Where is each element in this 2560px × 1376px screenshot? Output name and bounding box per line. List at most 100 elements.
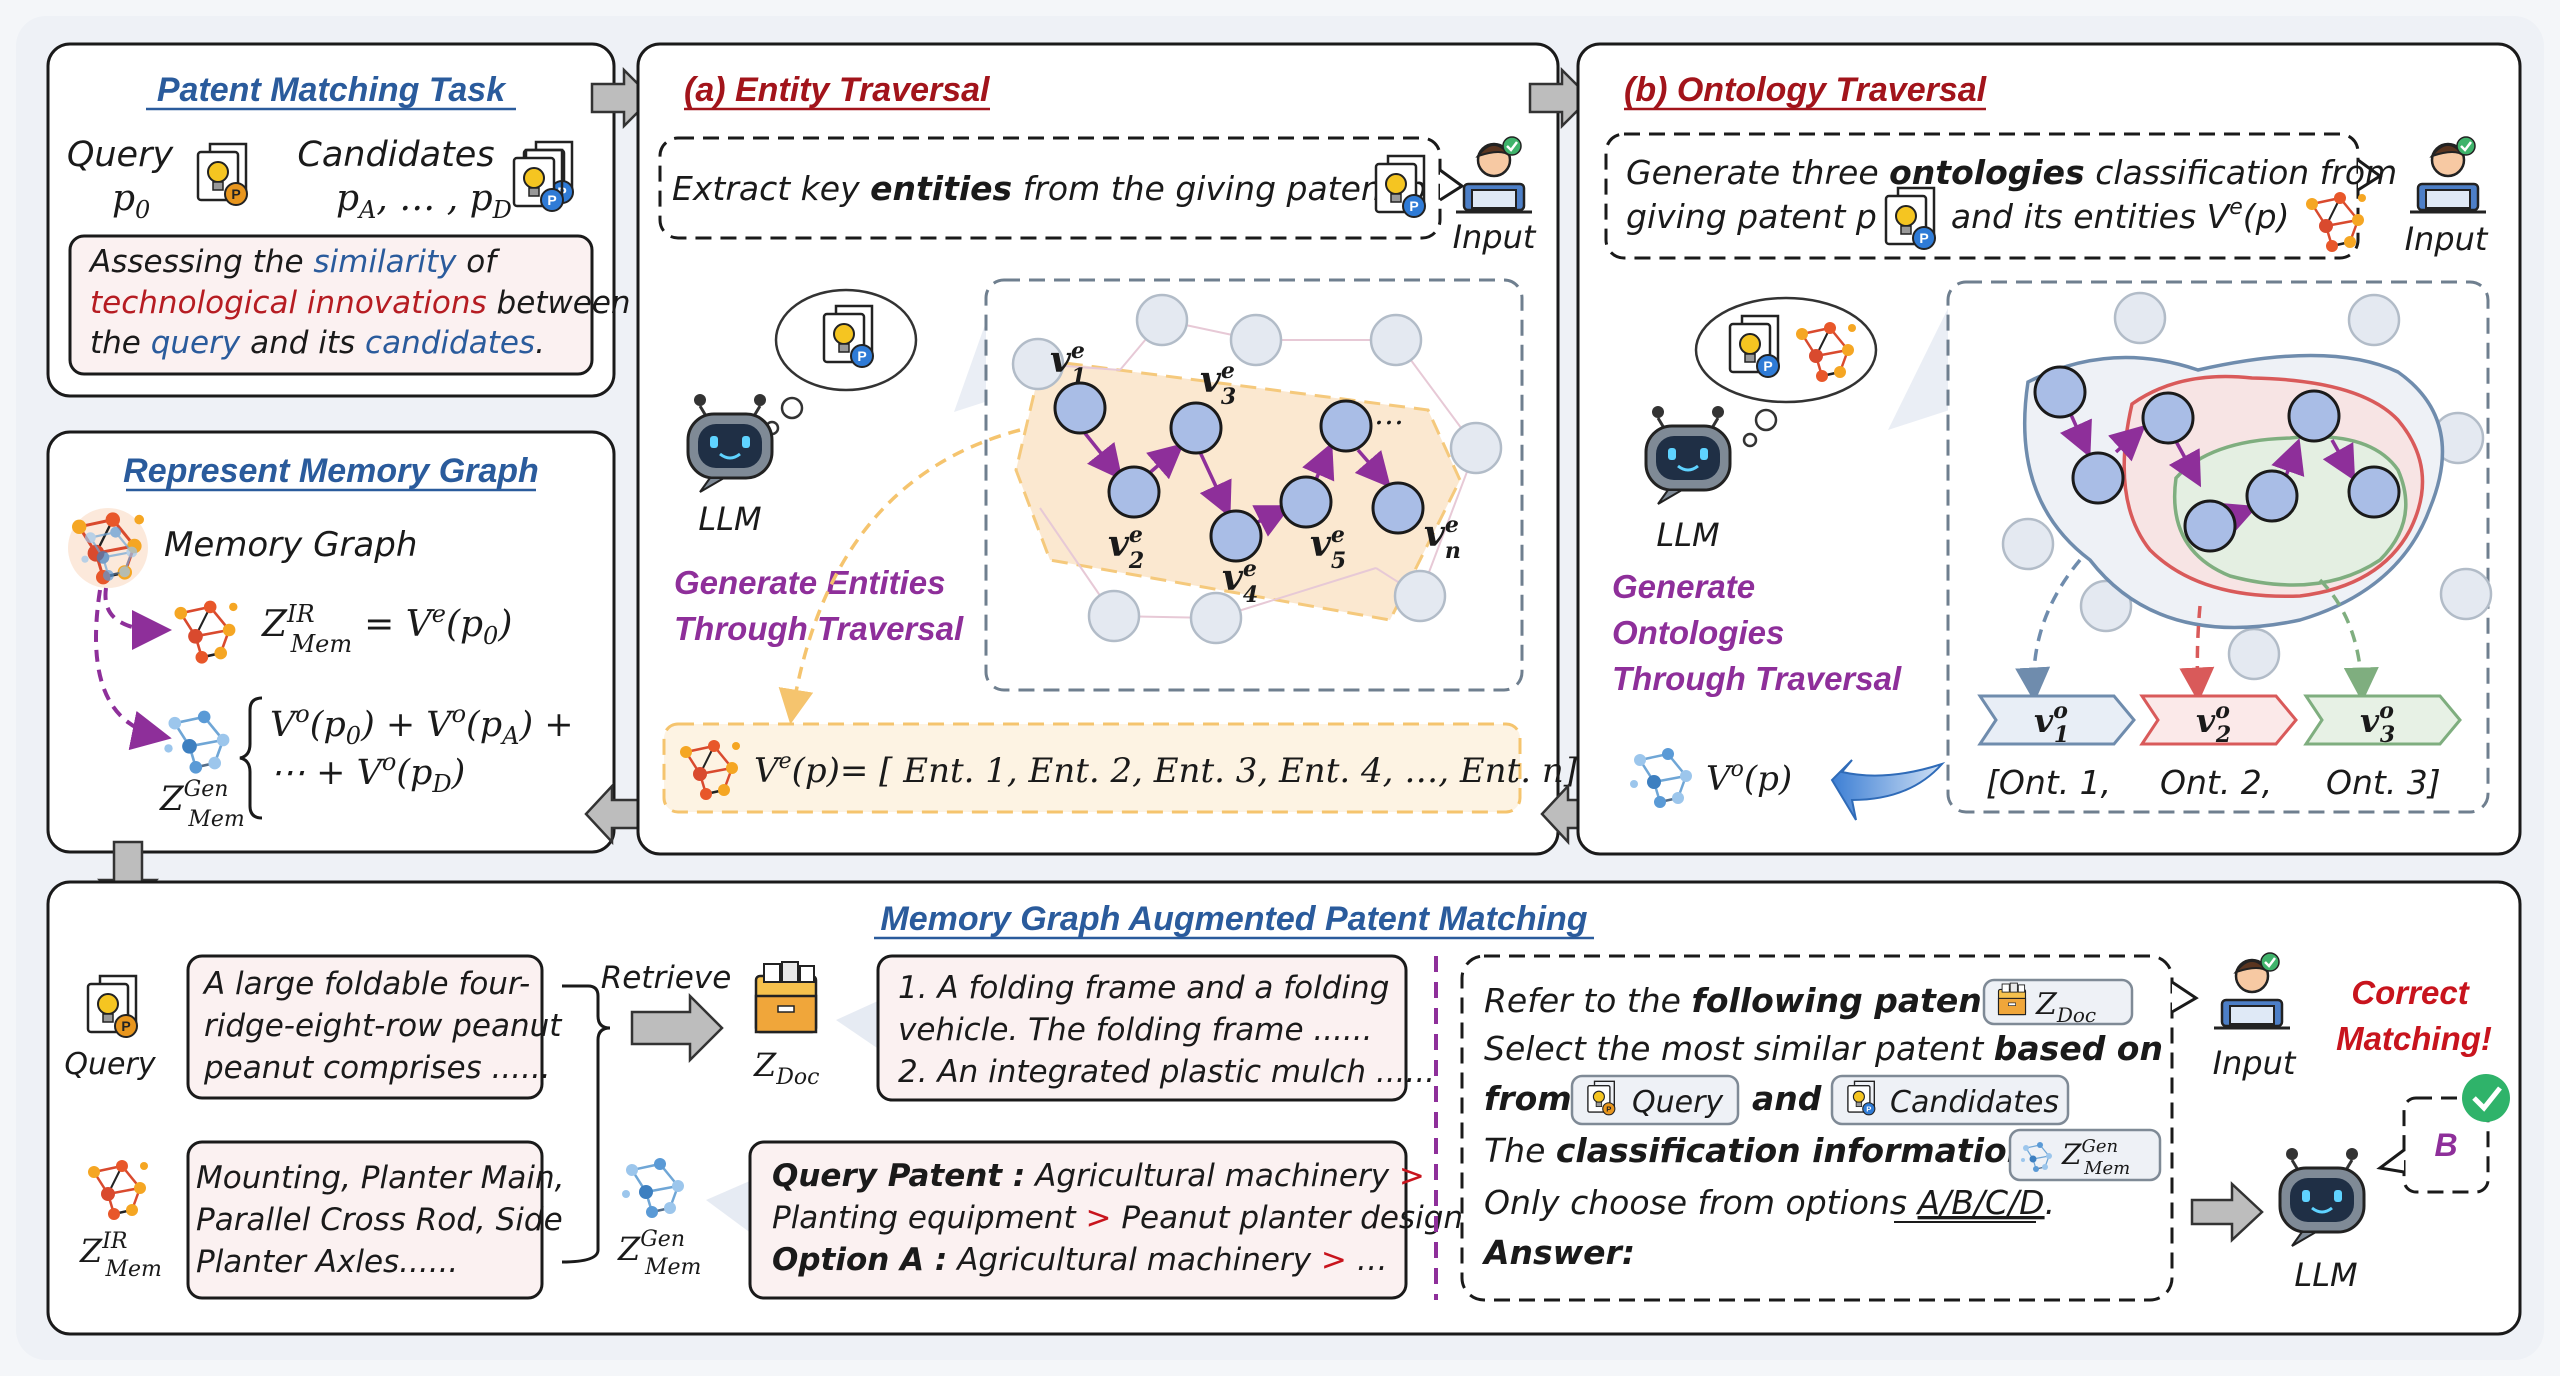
prompt-candidates-chip: Candidates <box>1890 1085 2059 1120</box>
ontology-prompt-line1: Generate three ontologies classification… <box>1626 153 2397 192</box>
ontology-gen-line3: Through Traversal <box>1612 660 1902 697</box>
ontology-traversal-panel: (b) Ontology Traversal Generate three on… <box>1576 42 2522 856</box>
ontology-tag-3 <box>2303 694 2462 746</box>
correct-line1: Correct <box>2351 974 2470 1011</box>
prompt-and: and <box>1752 1079 1822 1118</box>
query-var: p0 <box>112 178 150 224</box>
arrow-entity-to-ontology <box>1528 66 1592 130</box>
patent-matching-task-panel: Patent Matching Task Query p0 Candidates… <box>46 42 631 398</box>
ir-text-line2: Parallel Cross Rod, Side <box>196 1202 563 1238</box>
check-icon <box>2462 1074 2510 1122</box>
arrow-to-llm <box>2190 1181 2264 1243</box>
ontology-result-text: Vo(p) <box>1706 757 1792 799</box>
prompt-line4: The classification information is: <box>1484 1131 2086 1170</box>
gen-text-line1: Query Patent : Agricultural machinery > <box>772 1158 1425 1194</box>
entity-nodes <box>1053 381 1425 563</box>
bottom-llm-label: LLM <box>2294 1256 2357 1294</box>
prompt-zdoc-chip: ZDoc <box>2035 987 2096 1027</box>
query-label: Query <box>67 135 175 175</box>
prompt-from: from <box>1484 1079 1572 1118</box>
ontology-thought-cloud <box>1694 296 1878 448</box>
ontology-gen-line2: Ontologies <box>1612 614 1784 651</box>
augmented-matching-panel: Memory Graph Augmented Patent Matching Q… <box>46 880 2522 1336</box>
prompt-line5: Only choose from options A/B/C/D. <box>1484 1183 2055 1222</box>
candidates-var: pA, … , pD <box>336 178 512 224</box>
memory-graph-label: Memory Graph <box>164 525 417 565</box>
ont-label-2: Ont. 2, <box>2160 763 2272 802</box>
doc-text-line3: 2. An integrated plastic mulch ...... <box>898 1054 1435 1090</box>
entity-prompt: Extract key entities from the giving pat… <box>672 169 1426 208</box>
task-title: Patent Matching Task <box>157 71 507 109</box>
ir-text-line3: Planter Axles...... <box>196 1244 458 1280</box>
retrieve-arrow <box>630 992 724 1064</box>
ontology-llm-label: LLM <box>1656 516 1719 554</box>
zdoc-label: ZDoc <box>753 1046 819 1090</box>
zdoc-folder-icon <box>754 960 818 1034</box>
doc-text-line1: 1. A folding frame and a folding <box>898 970 1389 1006</box>
task-desc-line3: the query and its candidates. <box>90 325 545 361</box>
gen-eq-line2: ⋯ + Vo(pD) <box>270 748 465 798</box>
ontology-tag-1 <box>1977 694 2136 746</box>
arrow-to-entity-result <box>778 428 1021 725</box>
ir-text-line1: Mounting, Planter Main, <box>196 1160 564 1196</box>
entity-result-text: Ve(p)= [ Ent. 1, Ent. 2, Ent. 3, Ent. 4,… <box>754 749 1578 791</box>
ontology-input-label: Input <box>2405 220 2489 258</box>
prompt-query-chip: Query <box>1632 1085 1724 1120</box>
doc-text-line2: vehicle. The folding frame ...... <box>898 1012 1373 1048</box>
entity-traversal-panel: (a) Entity Traversal Extract key entitie… <box>636 42 1578 856</box>
ont-label-1: [Ont. 1, <box>1986 763 2111 802</box>
ont-label-3: Ont. 3] <box>2326 763 2441 802</box>
ontology-nodes <box>2033 365 2401 553</box>
bottom-query-label: Query <box>64 1047 156 1082</box>
entity-input-label: Input <box>1453 218 1537 256</box>
ontology-result-arrow <box>1830 759 1946 821</box>
memory-graph-icon <box>68 508 148 588</box>
query-text-line3: peanut comprises ...... <box>203 1050 551 1086</box>
ontology-title: (b) Ontology Traversal <box>1624 71 1988 109</box>
bottom-title: Memory Graph Augmented Patent Matching <box>880 900 1587 938</box>
gen-eq-line1: Vo(p0) + Vo(pA) + <box>270 700 574 750</box>
prompt-line2: Select the most similar patent based on <box>1484 1029 2163 1068</box>
prompt-line1: Refer to the following patents: <box>1484 981 2030 1020</box>
query-text-line1: A large foldable four- <box>202 966 530 1002</box>
task-desc-line2: technological innovations between <box>90 285 631 321</box>
task-desc-line1: Assessing the similarity of <box>88 244 500 280</box>
prompt-answer: Answer: <box>1481 1233 1635 1272</box>
bottom-input-label: Input <box>2213 1044 2297 1082</box>
ontology-tag-2 <box>2139 694 2298 746</box>
entity-gen-line1: Generate Entities <box>674 564 945 601</box>
entity-result-box <box>662 722 1522 814</box>
ontology-gen-line1: Generate <box>1612 568 1755 605</box>
arrow-graph-to-gen <box>94 589 172 751</box>
thought-cloud <box>764 288 918 436</box>
memory-title: Represent Memory Graph <box>123 452 539 490</box>
retrieve-label: Retrieve <box>601 960 732 996</box>
correct-line2: Matching! <box>2336 1020 2492 1057</box>
entity-title: (a) Entity Traversal <box>684 71 991 109</box>
entity-llm-label: LLM <box>698 500 761 538</box>
gen-text-line2: Planting equipment > Peanut planter desi… <box>772 1200 1463 1236</box>
answer-label: B <box>2434 1127 2457 1163</box>
query-text-line2: ridge-eight-row peanut <box>204 1008 563 1044</box>
node-ellipsis: … <box>1374 397 1404 432</box>
arrow-graph-to-ir <box>103 587 172 650</box>
gen-text-line3: Option A : Agricultural machinery > … <box>772 1242 1388 1278</box>
